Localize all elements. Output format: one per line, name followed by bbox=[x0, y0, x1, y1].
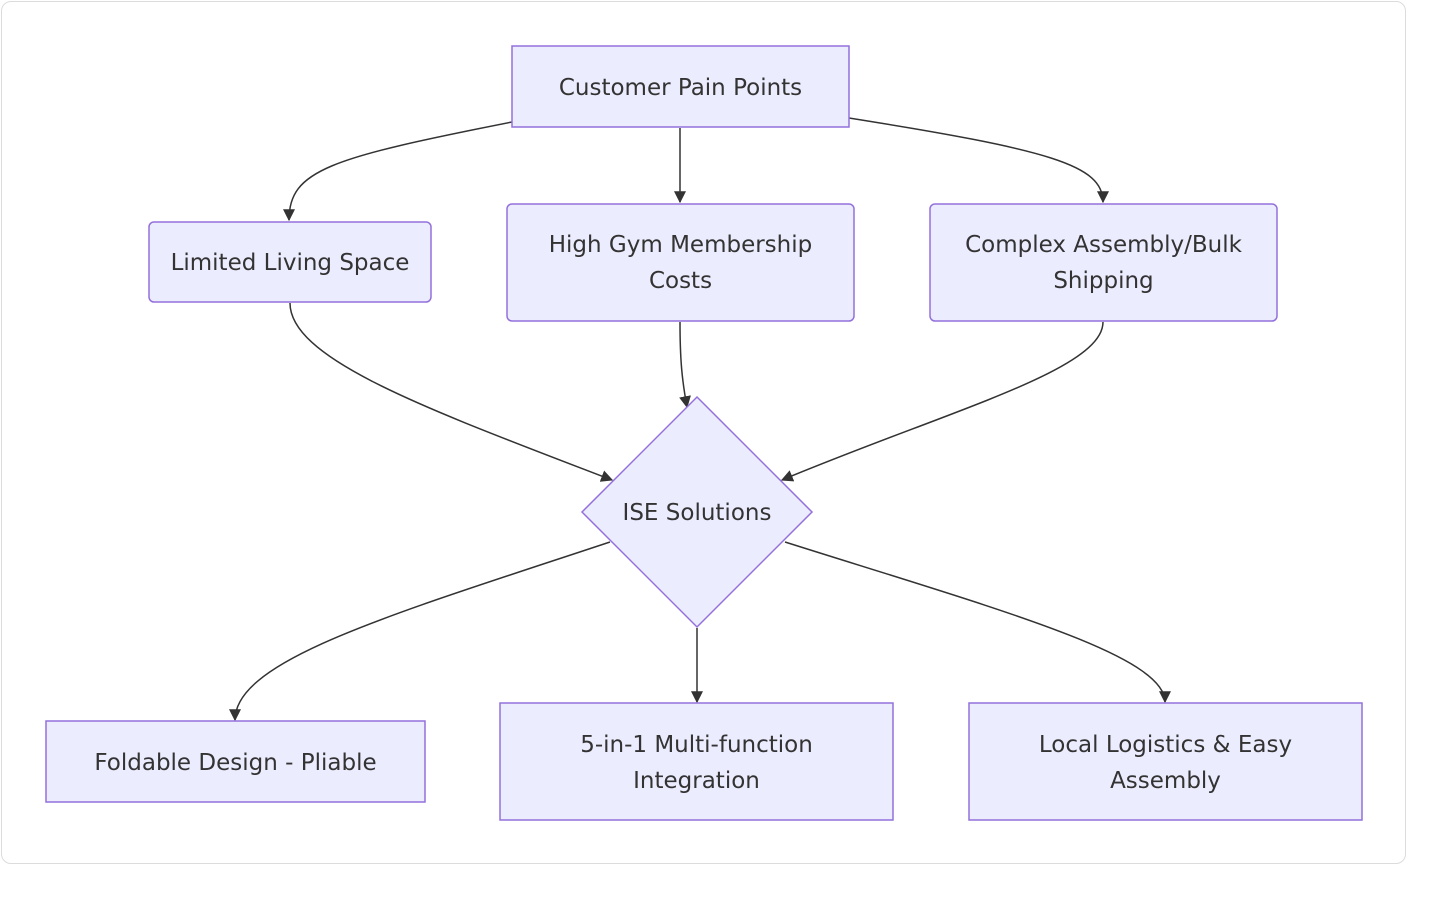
node-label-line-1: High Gym Membership bbox=[549, 232, 812, 258]
node-multi-function-integration: 5-in-1 Multi-function Integration bbox=[499, 702, 894, 821]
node-foldable-design: Foldable Design - Pliable bbox=[45, 720, 426, 803]
node-complex-assembly-bulk-shipping: Complex Assembly/Bulk Shipping bbox=[929, 203, 1278, 322]
edge-ise-to-logistics bbox=[784, 541, 1171, 704]
node-label: Customer Pain Points bbox=[559, 75, 802, 101]
node-ise-solutions-decision: ISE Solutions bbox=[580, 395, 814, 629]
node-label-line-2: Integration bbox=[633, 768, 760, 794]
node-label-line-1: 5-in-1 Multi-function bbox=[580, 732, 813, 758]
node-label-line-1: Local Logistics & Easy bbox=[1039, 732, 1292, 758]
node-label-line-2: Shipping bbox=[1053, 268, 1153, 294]
edge-pain-to-living bbox=[283, 121, 513, 222]
node-label: Foldable Design - Pliable bbox=[94, 750, 376, 776]
edge-ise-to-foldable bbox=[229, 541, 611, 722]
edge-pain-to-assembly bbox=[848, 117, 1109, 204]
node-local-logistics: Local Logistics & Easy Assembly bbox=[968, 702, 1363, 821]
node-customer-pain-points: Customer Pain Points bbox=[511, 45, 850, 128]
node-label-line-2: Assembly bbox=[1110, 768, 1221, 794]
edge-assembly-to-ise bbox=[780, 321, 1104, 482]
node-label-line-1: Complex Assembly/Bulk bbox=[965, 232, 1243, 258]
edge-living-to-ise bbox=[289, 302, 614, 482]
node-limited-living-space: Limited Living Space bbox=[148, 221, 432, 303]
edge-gym-to-ise bbox=[679, 321, 691, 409]
node-label-line-2: Costs bbox=[649, 268, 712, 294]
node-label: Limited Living Space bbox=[171, 250, 410, 276]
node-label: ISE Solutions bbox=[623, 500, 772, 526]
node-high-gym-membership-costs: High Gym Membership Costs bbox=[506, 203, 855, 322]
